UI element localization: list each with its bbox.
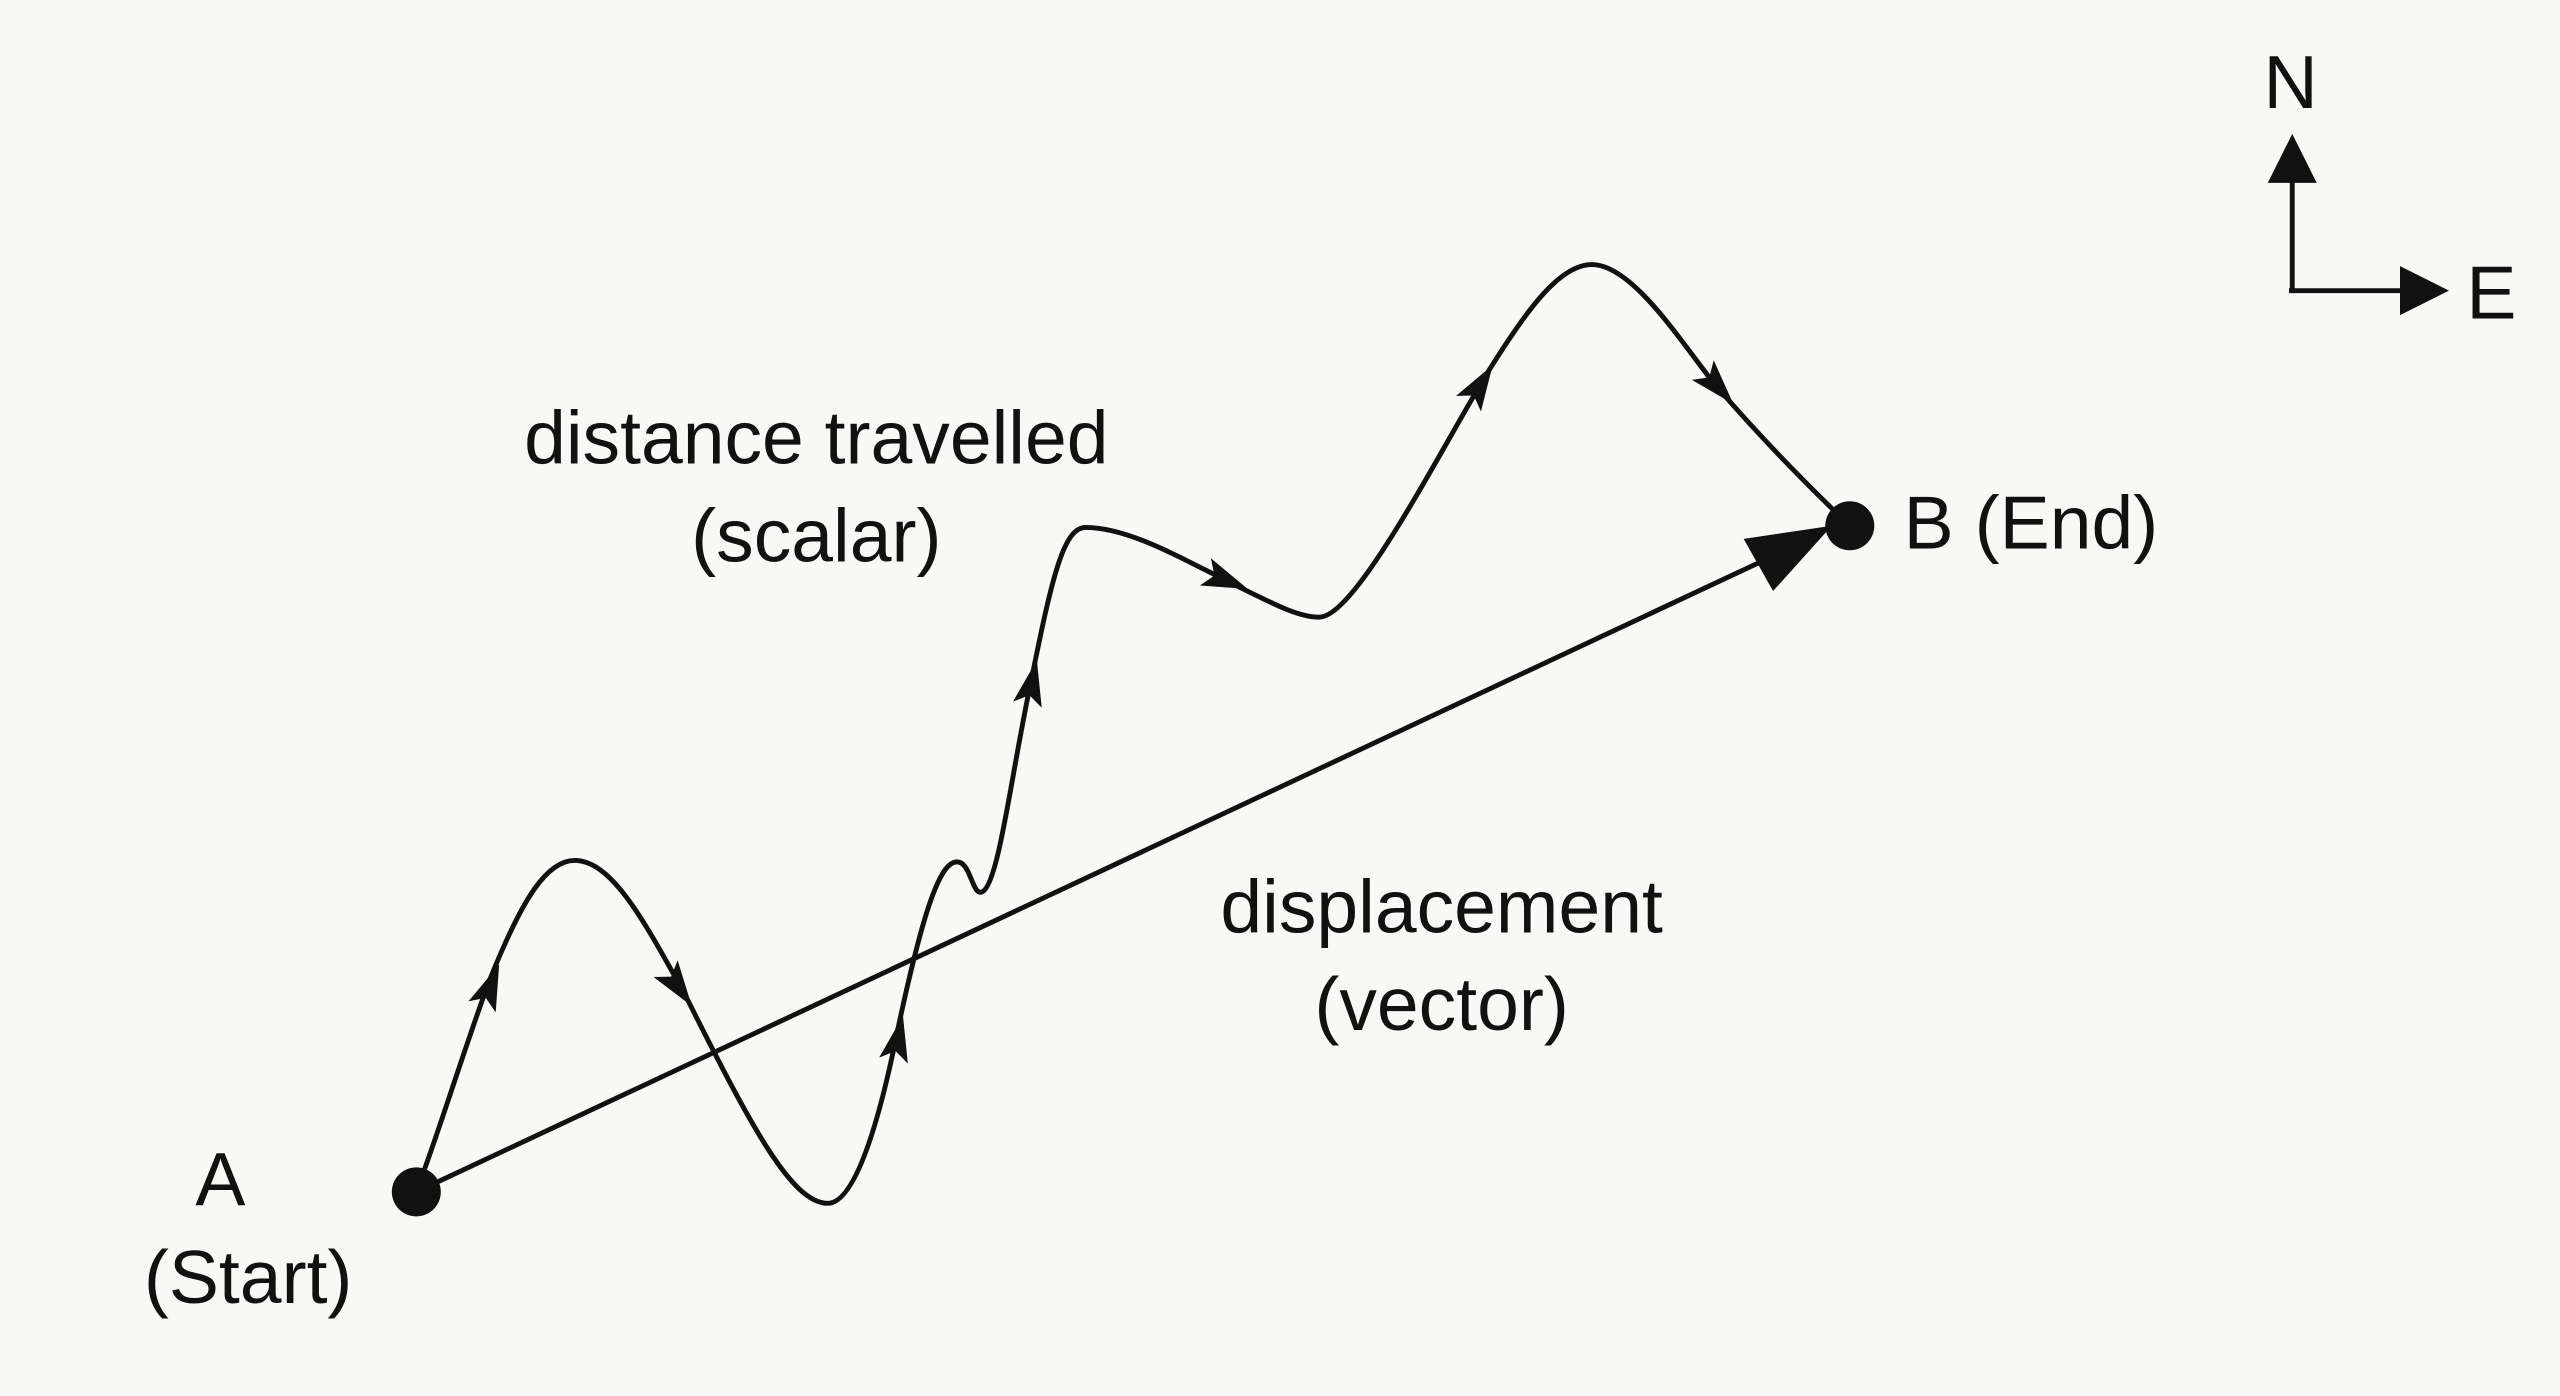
north-arrow-icon xyxy=(2267,133,2317,183)
start-note-label: (Start) xyxy=(144,1235,353,1319)
distance-path xyxy=(414,262,1852,1206)
distance-type-label: (scalar) xyxy=(691,494,941,578)
start-letter-label: A xyxy=(195,1137,245,1221)
displacement-vector xyxy=(415,543,1797,1195)
displacement-label: displacement xyxy=(1220,864,1663,948)
path-arrowhead-icon xyxy=(1199,558,1248,590)
east-arrow-icon xyxy=(2400,266,2449,316)
path-arrowhead-icon xyxy=(1691,360,1734,405)
distance-label: distance travelled xyxy=(524,396,1108,480)
north-label: N xyxy=(2263,40,2317,124)
path-arrowhead-icon xyxy=(653,960,692,1007)
displacement-arrowhead xyxy=(1743,525,1832,592)
path-arrowhead-icon xyxy=(468,964,500,1013)
point-a xyxy=(391,1167,441,1217)
compass: N E xyxy=(2263,40,2516,335)
east-label: E xyxy=(2466,250,2516,334)
path-arrowhead-icon xyxy=(1456,364,1493,412)
displacement-type-label: (vector) xyxy=(1314,962,1569,1046)
path-arrowhead-icon xyxy=(1012,659,1042,708)
end-label: B (End) xyxy=(1904,481,2159,565)
path-direction-arrows xyxy=(468,360,1734,1064)
point-b xyxy=(1825,501,1875,551)
path-arrowhead-icon xyxy=(879,1015,908,1064)
